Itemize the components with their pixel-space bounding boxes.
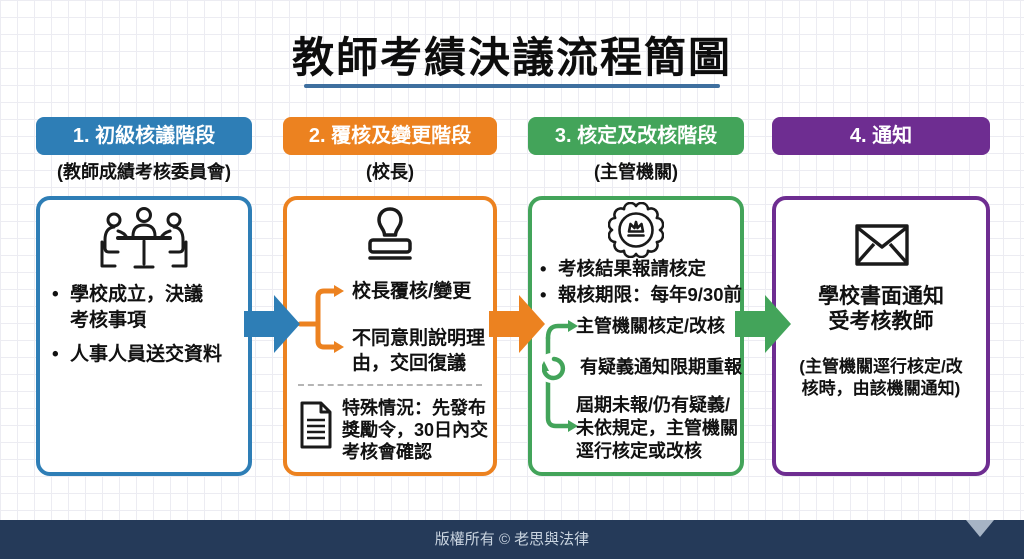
flow-arrow-2-icon <box>489 295 545 353</box>
footer-bar: 版權所有 © 老思與法律 <box>0 520 1024 559</box>
footer-notch-icon <box>966 520 994 537</box>
bullet-dot: • <box>540 284 547 305</box>
stamp-icon <box>363 206 417 264</box>
copyright-text: 版權所有 © 老思與法律 <box>434 531 590 548</box>
stage2-branch-item: 不同意則說明理 由，交回復議 <box>352 328 486 374</box>
bullet-dot: • <box>540 258 547 279</box>
stage2-branch-item: 校長覆核/變更 <box>352 281 472 302</box>
branch-bracket-icon <box>296 283 354 359</box>
stage4-note: (主管機關逕行核定/改 核時，由該機關通知) <box>799 357 963 398</box>
flow-arrow-3-icon <box>735 295 791 353</box>
stage2-note: 特殊情況：先發布 獎勵令，30日內交 考核會確認 <box>342 398 489 462</box>
divider <box>298 384 482 386</box>
page-title: 教師考績決議流程簡圖 <box>291 34 732 81</box>
stage1-badge: 1. 初級核議階段 <box>36 117 252 155</box>
bullet-dot: • <box>52 284 59 305</box>
envelope-icon <box>855 224 909 266</box>
stage3-bullets: • 考核結果報請核定 • 報核期限：每年9/30前 <box>540 256 742 308</box>
stage1-bullets: • 學校成立，決議考核事項 • 人事人員送交資料 <box>52 282 242 368</box>
document-icon <box>298 401 334 449</box>
title-underline <box>304 84 720 88</box>
stage3-branch-item: 有疑義通知限期重報 <box>580 357 742 377</box>
list-item: • 報核期限：每年9/30前 <box>540 282 742 308</box>
stage4-main-text: 學校書面通知 受考核教師 <box>818 285 944 333</box>
branch-loop-bracket-icon <box>542 318 586 438</box>
bullet-dot: • <box>52 344 59 365</box>
flow-arrow-1-icon <box>244 295 300 353</box>
stage3-branch-item: 屆期未報/仍有疑義/ 未依規定，主管機關 逕行核定或改核 <box>576 395 738 461</box>
award-badge-icon <box>608 202 664 258</box>
stage4-box <box>772 196 990 476</box>
stage3-branch-item: 主管機關核定/改核 <box>576 316 726 336</box>
stage2-subtitle: (校長) <box>366 162 414 182</box>
list-item: • 考核結果報請核定 <box>540 256 742 282</box>
stage4-badge: 4. 通知 <box>772 117 990 155</box>
meeting-icon <box>94 206 194 274</box>
list-item: • 人事人員送交資料 <box>52 342 242 368</box>
stage3-badge: 3. 核定及改核階段 <box>528 117 744 155</box>
stage1-subtitle: (教師成績考核委員會) <box>57 162 231 182</box>
list-item: • 學校成立，決議考核事項 <box>52 282 242 334</box>
stage3-subtitle: (主管機關) <box>594 162 678 182</box>
stage2-badge: 2. 覆核及變更階段 <box>283 117 497 155</box>
